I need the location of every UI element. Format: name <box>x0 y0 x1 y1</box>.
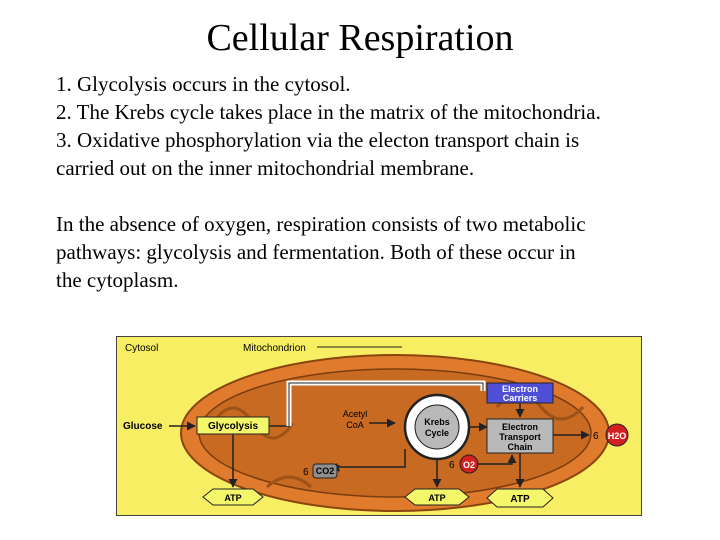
co2-molecule <box>312 463 338 479</box>
point-krebs: 2. The Krebs cycle takes place in the ma… <box>56 100 601 124</box>
electron-flow-outline <box>288 382 484 426</box>
point-oxphos-line-2: carried out on the inner mitochondrial m… <box>56 156 475 180</box>
atp-1-label: ATP <box>224 493 241 503</box>
slide-title: Cellular Respiration <box>206 17 514 59</box>
acetyl-coa-label-1: Acetyl <box>343 409 368 419</box>
respiration-diagram-svg: Cytosol Mitochondrion Glucose Glycolysis… <box>123 343 629 512</box>
krebs-label-2: Cycle <box>425 428 449 438</box>
mitochondrion-label: Mitochondrion <box>243 343 306 354</box>
point-glycolysis: 1. Glycolysis occurs in the cytosol. <box>56 72 351 96</box>
etc-label-1: Electron <box>502 422 538 432</box>
anaerobic-line-2: pathways: glycolysis and fermentation. B… <box>56 240 576 264</box>
etc-label-2: Transport <box>499 432 541 442</box>
o2-coefficient: 6 <box>449 460 455 471</box>
o2-arrow <box>478 454 517 465</box>
cytosol-label: Cytosol <box>125 343 158 354</box>
atp-2-label: ATP <box>428 493 445 503</box>
atp-3-badge <box>486 488 554 508</box>
o2-label: O2 <box>463 460 475 470</box>
slide-body: 1. Glycolysis occurs in the cytosol. 2. … <box>56 70 696 294</box>
paragraph-gap <box>56 182 696 210</box>
co2-coefficient: 6 <box>303 467 309 478</box>
etc-label-3: Chain <box>507 442 532 452</box>
carriers-label-2: Carriers <box>503 393 538 403</box>
glucose-label: Glucose <box>123 421 163 432</box>
glycolysis-label: Glycolysis <box>208 421 258 432</box>
acetyl-coa-label-2: CoA <box>346 420 364 430</box>
atp-3-label: ATP <box>510 494 530 505</box>
h2o-molecule <box>605 423 629 447</box>
anaerobic-line-3: the cytoplasm. <box>56 268 179 292</box>
respiration-diagram: Cytosol Mitochondrion Glucose Glycolysis… <box>116 336 642 516</box>
atp-2-badge <box>404 488 470 506</box>
h2o-label: H2O <box>608 431 627 441</box>
h2o-coefficient: 6 <box>593 431 599 442</box>
anaerobic-line-1: In the absence of oxygen, respiration co… <box>56 212 586 236</box>
carriers-label-1: Electron <box>502 384 538 394</box>
co2-label: CO2 <box>316 466 335 476</box>
krebs-label-1: Krebs <box>424 417 450 427</box>
krebs-cycle-core <box>414 404 460 450</box>
atp-1-badge <box>202 488 264 506</box>
point-oxphos-line-1: 3. Oxidative phosphorylation via the ele… <box>56 128 580 152</box>
